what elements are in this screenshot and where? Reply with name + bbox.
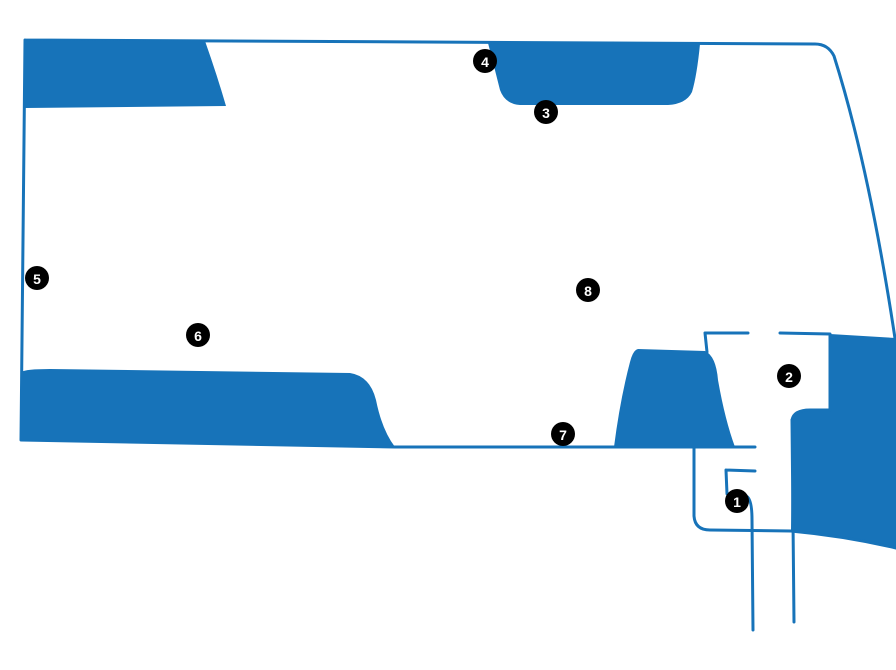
marker-label: 4 — [481, 54, 489, 70]
marker-circle — [576, 278, 600, 302]
marker-circle — [534, 100, 558, 124]
marker-8: 8 — [576, 278, 600, 302]
marker-label: 7 — [559, 427, 567, 443]
marker-label: 6 — [194, 328, 202, 344]
marker-2: 2 — [777, 364, 801, 388]
top-left-tint-band — [25, 40, 226, 108]
marker-5: 5 — [25, 266, 49, 290]
marker-3: 3 — [534, 100, 558, 124]
bottom-left-tint-band — [21, 369, 395, 447]
marker-circle — [551, 422, 575, 446]
top-center-sensor-area — [488, 43, 700, 105]
marker-4: 4 — [473, 49, 497, 73]
marker-label: 2 — [785, 369, 793, 385]
marker-label: 5 — [33, 271, 41, 287]
marker-circle — [473, 49, 497, 73]
marker-1: 1 — [725, 489, 749, 513]
marker-circle — [777, 364, 801, 388]
marker-6: 6 — [186, 323, 210, 347]
marker-circle — [725, 489, 749, 513]
bracket-outline — [692, 331, 896, 550]
marker-label: 1 — [733, 494, 741, 510]
marker-circle — [25, 266, 49, 290]
marker-label: 8 — [584, 283, 592, 299]
marker-7: 7 — [551, 422, 575, 446]
marker-group: 1 2 3 4 5 6 7 8 — [25, 49, 801, 513]
marker-circle — [186, 323, 210, 347]
right-tint-panel — [791, 334, 896, 548]
bottom-center-tint-area — [614, 349, 735, 447]
cable-lines — [724, 418, 796, 632]
marker-label: 3 — [542, 105, 550, 121]
